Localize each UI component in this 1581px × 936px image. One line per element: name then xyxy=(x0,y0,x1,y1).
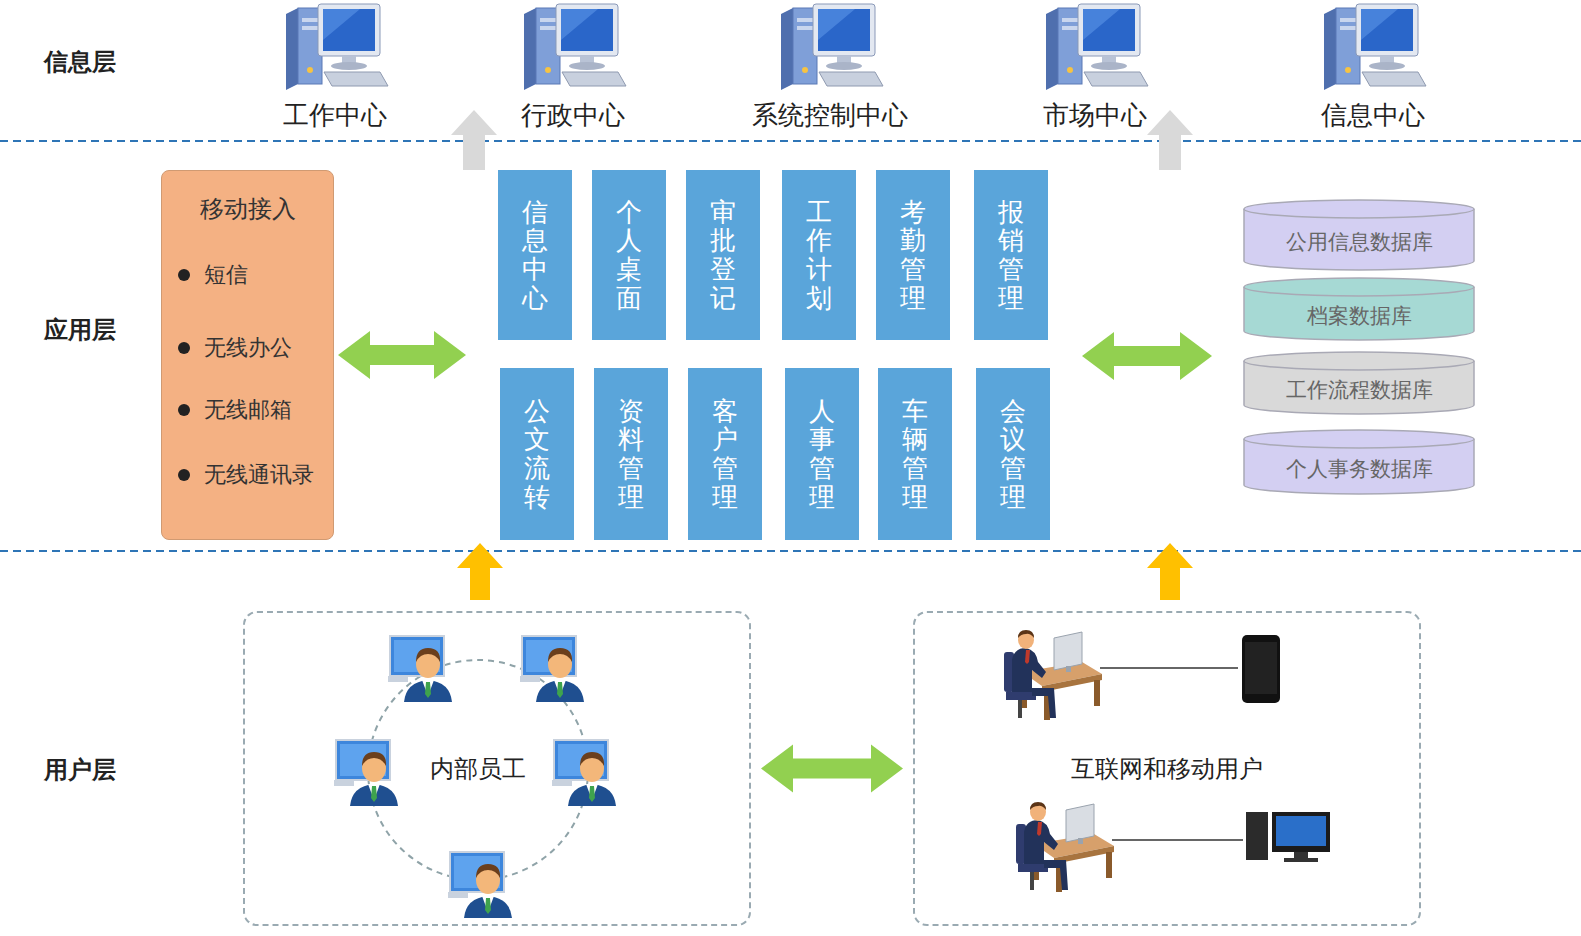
database-label: 工作流程数据库 xyxy=(1286,376,1433,404)
bullet-dot xyxy=(178,342,190,354)
module-box: 工作计划 xyxy=(782,170,856,340)
panel-row: 移动接入 xyxy=(162,193,333,225)
module-label: 人事管理 xyxy=(809,397,835,511)
db-box: 档案数据库 xyxy=(1243,278,1475,340)
module-box: 资料管理 xyxy=(594,368,668,540)
module-box: 人事管理 xyxy=(785,368,859,540)
module-label: 会议管理 xyxy=(1000,397,1026,511)
region-box: 互联网和移动用户 xyxy=(913,611,1421,926)
center-label: 信息中心 xyxy=(1321,98,1425,133)
module-box: 考勤管理 xyxy=(876,170,950,340)
database-label: 档案数据库 xyxy=(1307,302,1412,330)
center-label: 系统控制中心 xyxy=(752,98,908,133)
layer-label: 用户层 xyxy=(44,754,116,786)
panel-item: 无线邮箱 xyxy=(204,395,292,425)
module-label: 资料管理 xyxy=(618,397,644,511)
module-box: 个人桌面 xyxy=(592,170,666,340)
bullet-dot xyxy=(178,269,190,281)
module-box: 审批登记 xyxy=(686,170,760,340)
layer-label: 应用层 xyxy=(44,314,116,346)
module-label: 报销管理 xyxy=(998,198,1024,312)
center-label: 行政中心 xyxy=(521,98,625,133)
module-label: 信息中心 xyxy=(522,198,548,312)
module-box: 公文流转 xyxy=(500,368,574,540)
module-label: 客户管理 xyxy=(712,397,738,511)
center-label: 市场中心 xyxy=(1043,98,1147,133)
panel-row: 无线邮箱 xyxy=(178,395,333,425)
module-box: 车辆管理 xyxy=(878,368,952,540)
db-box: 个人事务数据库 xyxy=(1243,430,1475,494)
module-label: 车辆管理 xyxy=(902,397,928,511)
module-label: 考勤管理 xyxy=(900,198,926,312)
bullet-dot xyxy=(178,469,190,481)
module-box: 客户管理 xyxy=(688,368,762,540)
panel-row: 短信 xyxy=(178,260,333,290)
database-label: 个人事务数据库 xyxy=(1286,455,1433,483)
module-box: 信息中心 xyxy=(498,170,572,340)
panel-box: 移动接入短信无线办公无线邮箱无线通讯录 xyxy=(161,170,334,540)
layer-label: 信息层 xyxy=(44,46,116,78)
panel-item: 短信 xyxy=(204,260,248,290)
panel-item: 无线办公 xyxy=(204,333,292,363)
panel-row: 无线通讯录 xyxy=(178,460,333,490)
database-label: 公用信息数据库 xyxy=(1286,228,1433,256)
center-label: 工作中心 xyxy=(283,98,387,133)
module-label: 公文流转 xyxy=(524,397,550,511)
bullet-dot xyxy=(178,404,190,416)
db-box: 公用信息数据库 xyxy=(1243,200,1475,270)
module-label: 审批登记 xyxy=(710,198,736,312)
double-arrow xyxy=(761,745,903,793)
module-box: 报销管理 xyxy=(974,170,1048,340)
module-label: 个人桌面 xyxy=(616,198,642,312)
region-box: 内部员工 xyxy=(243,611,751,926)
db-box: 工作流程数据库 xyxy=(1243,352,1475,414)
region-label: 内部员工 xyxy=(426,753,530,785)
panel-item: 无线通讯录 xyxy=(204,460,314,490)
panel-row: 无线办公 xyxy=(178,333,333,363)
module-label: 工作计划 xyxy=(806,198,832,312)
region-label: 互联网和移动用户 xyxy=(1067,753,1267,785)
panel-heading: 移动接入 xyxy=(200,193,296,225)
module-box: 会议管理 xyxy=(976,368,1050,540)
